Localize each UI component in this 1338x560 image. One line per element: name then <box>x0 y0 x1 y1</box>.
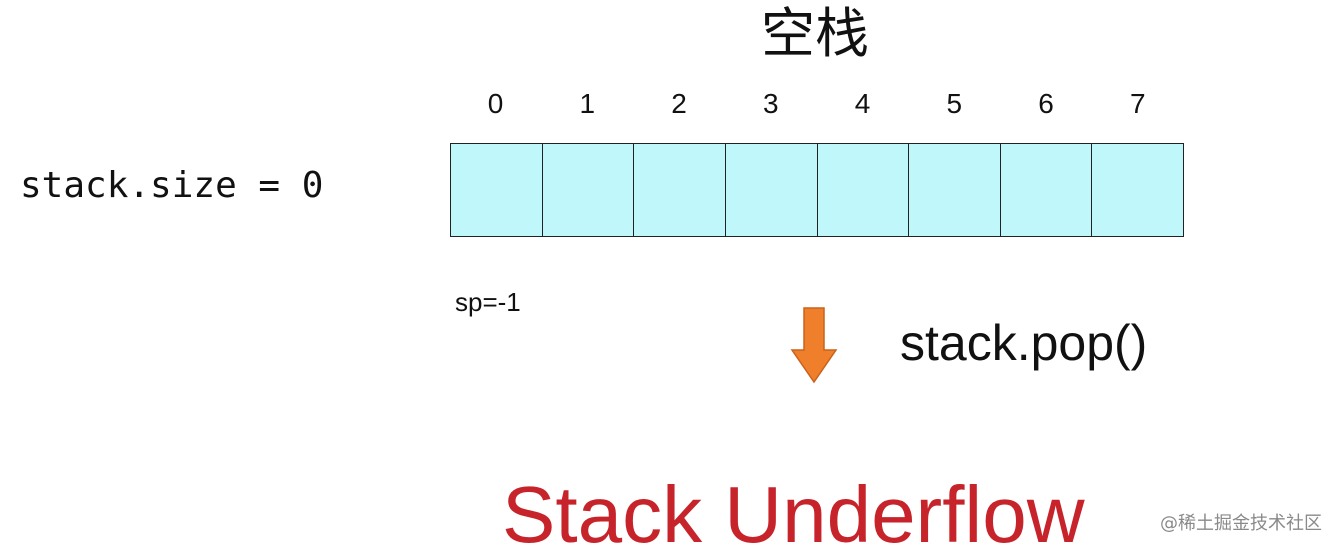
stack-index-label: 7 <box>1129 88 1146 119</box>
stack-index-label: 5 <box>946 88 963 119</box>
stack-array <box>450 143 1184 237</box>
stack-cell <box>1092 144 1183 236</box>
diagram-title: 空栈 <box>761 2 869 65</box>
stack-index-label: 6 <box>1038 88 1054 119</box>
stack-cell <box>451 144 543 236</box>
stack-index-label: 0 <box>487 88 504 119</box>
stack-cell <box>542 144 635 236</box>
down-arrow-shape <box>790 307 838 384</box>
stack-cell <box>725 144 818 236</box>
watermark-text: @稀土掘金技术社区 <box>1160 513 1322 534</box>
stack-cell <box>634 144 726 236</box>
stack-cell <box>817 144 910 236</box>
stack-index-label: 1 <box>579 88 596 119</box>
stack-cell <box>1000 144 1093 236</box>
pop-operation-label: stack.pop() <box>900 315 1148 371</box>
stack-cell <box>909 144 1001 236</box>
stack-pointer-label: sp=-1 <box>455 287 521 317</box>
stack-index-row: 0 1 2 3 4 5 6 7 <box>450 84 1184 124</box>
stack-index-label: 2 <box>671 88 687 119</box>
stack-size-label: stack.size = 0 <box>20 165 324 206</box>
stack-index-label: 3 <box>762 88 779 119</box>
stack-index-label: 4 <box>854 88 871 119</box>
down-arrow-icon <box>790 307 838 384</box>
underflow-result-label: Stack Underflow <box>502 470 1085 559</box>
